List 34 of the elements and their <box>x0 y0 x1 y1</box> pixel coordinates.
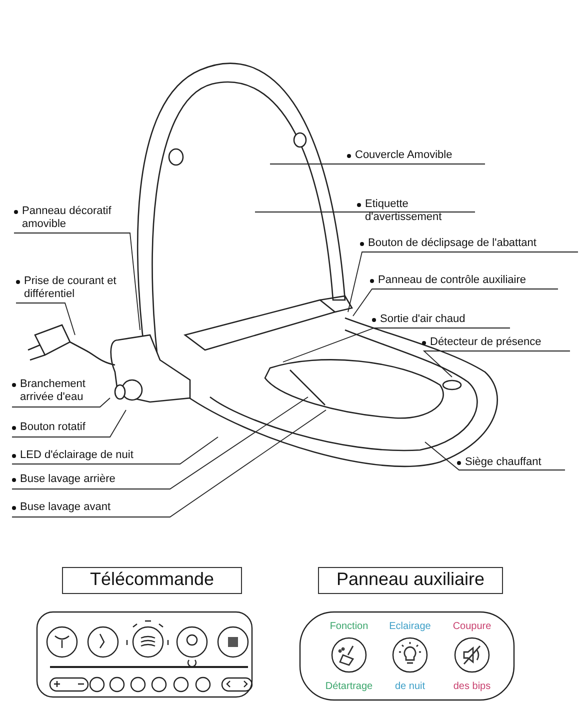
callout-label: Sortie d'air chaud <box>380 313 466 326</box>
leader-line <box>12 396 308 490</box>
callout-label: Panneau décoratif amovible <box>22 205 112 231</box>
function-label: Fonction <box>328 621 370 633</box>
callout-label: Bouton rotatif <box>20 421 86 434</box>
leader-line <box>16 302 76 336</box>
section-heading: Télécommande <box>62 567 242 594</box>
callout-label: Etiquette d'avertissement <box>365 198 443 224</box>
callout-label: LED d'éclairage de nuit <box>20 449 134 462</box>
callout-label: Buse lavage avant <box>20 501 112 514</box>
callout-label: Panneau de contrôle auxiliaire <box>378 274 527 287</box>
function-caption: de nuit <box>394 681 426 693</box>
callout-label: Bouton de déclipsage de l'abattant <box>368 237 538 250</box>
function-label: Coupure <box>452 621 492 633</box>
leader-line <box>352 288 558 316</box>
section-heading: Panneau auxiliaire <box>318 567 503 594</box>
function-caption: Détartrage <box>324 681 374 693</box>
function-caption: des bips <box>452 681 492 693</box>
callout-label: Détecteur de présence <box>430 336 542 349</box>
leader-line <box>422 350 570 378</box>
callout-label: Prise de courant et différentiel <box>24 275 118 301</box>
function-label: Eclairage <box>388 621 432 633</box>
callout-label: Branchement arrivée d'eau <box>20 378 86 404</box>
leader-line <box>12 436 218 464</box>
callout-label: Buse lavage arrière <box>20 473 116 486</box>
leader-line <box>12 410 126 438</box>
leader-line <box>282 328 510 362</box>
leader-line <box>348 252 578 312</box>
leader-line <box>12 410 326 518</box>
callout-label: Couvercle Amovible <box>355 149 454 162</box>
callout-label: Siège chauffant <box>465 456 542 469</box>
leader-line <box>424 442 566 470</box>
leader-line <box>14 232 140 330</box>
leader-line <box>12 398 110 408</box>
